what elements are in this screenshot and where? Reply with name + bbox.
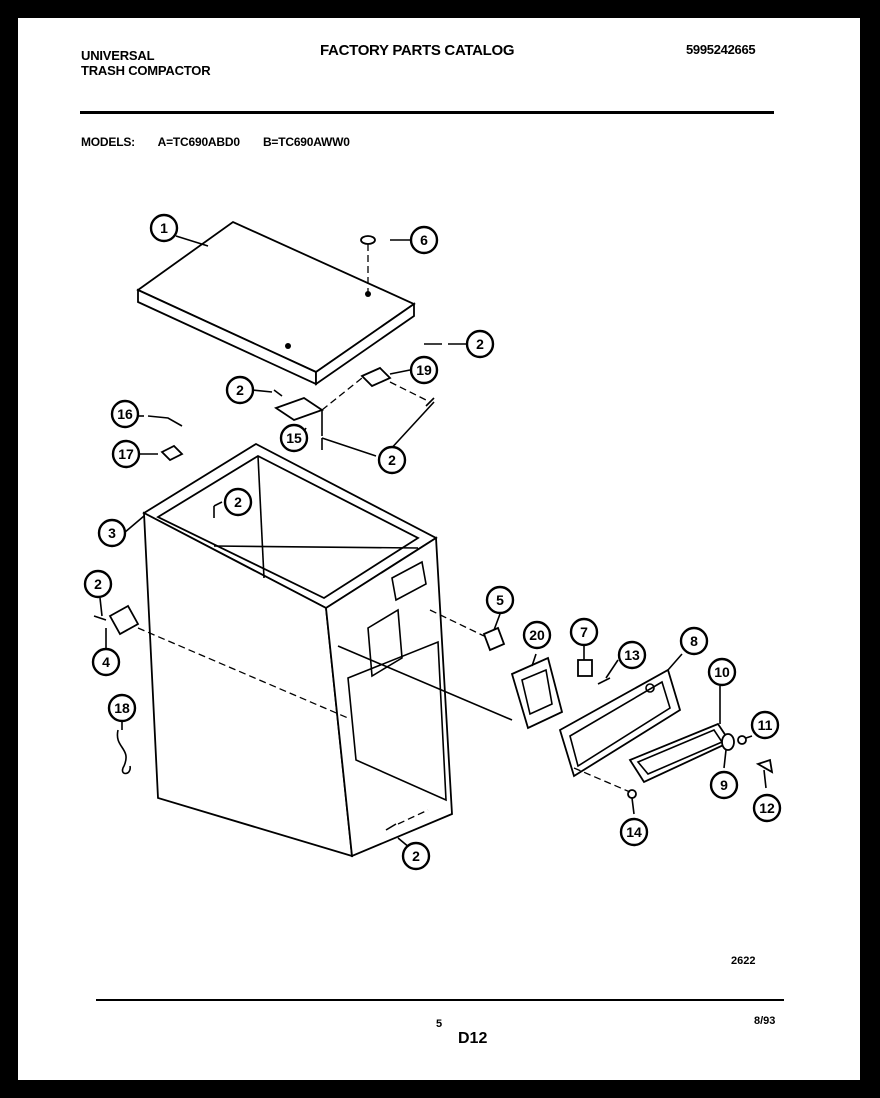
callout-5: 5 xyxy=(485,585,515,615)
callout-12: 12 xyxy=(752,793,782,823)
callout-15: 15 xyxy=(279,423,309,453)
svg-text:6: 6 xyxy=(420,232,428,248)
control-panel-frame-part xyxy=(558,668,682,778)
callout-2-bottom: 2 xyxy=(401,841,431,871)
page-number: 5 xyxy=(436,1018,443,1030)
svg-text:5: 5 xyxy=(496,592,504,608)
svg-text:16: 16 xyxy=(117,406,133,422)
callout-16: 16 xyxy=(110,399,140,429)
switch-part xyxy=(429,609,506,652)
callout-2-bracket: 2 xyxy=(377,445,407,475)
svg-text:2: 2 xyxy=(94,576,102,592)
callout-9: 9 xyxy=(709,770,739,800)
callout-8: 8 xyxy=(679,626,709,656)
svg-text:18: 18 xyxy=(114,700,130,716)
svg-text:1: 1 xyxy=(160,220,168,236)
svg-text:17: 17 xyxy=(118,446,134,462)
svg-text:10: 10 xyxy=(714,664,730,680)
callout-2-lid: 2 xyxy=(465,329,495,359)
svg-text:7: 7 xyxy=(580,624,588,640)
section-code: D12 xyxy=(458,1030,488,1047)
callout-2-top: 2 xyxy=(223,487,253,517)
models-label: MODELS: xyxy=(81,135,135,149)
svg-text:2: 2 xyxy=(412,848,420,864)
callout-1: 1 xyxy=(149,213,179,243)
svg-text:9: 9 xyxy=(720,777,728,793)
callout-3: 3 xyxy=(97,518,127,548)
callout-19: 19 xyxy=(409,355,439,385)
callout-20: 20 xyxy=(522,620,552,650)
svg-text:20: 20 xyxy=(529,627,545,643)
small-hardware-parts xyxy=(573,733,774,799)
svg-text:14: 14 xyxy=(626,824,642,840)
model-a: A=TC690ABD0 xyxy=(157,135,240,149)
callout-7: 7 xyxy=(569,617,599,647)
drawing-number: 2622 xyxy=(731,955,756,967)
brand-line-1: UNIVERSAL xyxy=(81,48,155,63)
plate-part xyxy=(108,604,349,719)
callout-18: 18 xyxy=(107,693,137,723)
svg-text:12: 12 xyxy=(759,800,775,816)
svg-text:8: 8 xyxy=(690,633,698,649)
top-lid-part xyxy=(136,220,416,386)
model-b: B=TC690AWW0 xyxy=(262,135,350,149)
catalog-date: 8/93 xyxy=(754,1015,776,1027)
lock-housing-part xyxy=(337,645,564,730)
header-rule xyxy=(80,111,774,114)
brand-heading: UNIVERSAL TRASH COMPACTOR xyxy=(81,48,211,78)
callout-4: 4 xyxy=(91,647,121,677)
callout-2-hinge: 2 xyxy=(225,375,255,405)
exploded-parts-diagram: 1 6 2 19 2 16 15 2 17 2 3 2 4 18 5 20 7 … xyxy=(83,213,782,871)
svg-text:2: 2 xyxy=(476,336,484,352)
catalog-part-number: 5995242665 xyxy=(686,42,756,57)
catalog-page: UNIVERSAL TRASH COMPACTOR FACTORY PARTS … xyxy=(18,18,860,1080)
models-line: MODELS: A=TC690ABD0 B=TC690AWW0 xyxy=(81,135,364,149)
callout-13: 13 xyxy=(617,640,647,670)
svg-text:2: 2 xyxy=(388,452,396,468)
hinge-part xyxy=(360,366,392,388)
callout-6: 6 xyxy=(409,225,439,255)
screws xyxy=(93,343,442,831)
svg-text:19: 19 xyxy=(416,362,432,378)
svg-text:11: 11 xyxy=(758,717,773,733)
footer-rule xyxy=(96,999,784,1001)
brand-line-2: TRASH COMPACTOR xyxy=(81,63,211,78)
svg-text:15: 15 xyxy=(286,430,302,446)
catalog-title: FACTORY PARTS CATALOG xyxy=(320,42,515,59)
cabinet-part xyxy=(142,442,453,858)
callout-14: 14 xyxy=(619,817,649,847)
callout-10: 10 xyxy=(707,657,737,687)
svg-text:3: 3 xyxy=(108,525,116,541)
svg-text:13: 13 xyxy=(624,647,640,663)
cord-part xyxy=(116,729,131,775)
callout-17: 17 xyxy=(111,439,141,469)
svg-text:2: 2 xyxy=(234,494,242,510)
wire-clip-part xyxy=(147,415,184,462)
svg-text:2: 2 xyxy=(236,382,244,398)
cap-part xyxy=(360,235,376,292)
svg-text:4: 4 xyxy=(102,654,110,670)
callout-11: 11 xyxy=(750,710,780,740)
leader-lines xyxy=(99,235,767,849)
callout-2-side: 2 xyxy=(83,569,113,599)
knob-part xyxy=(577,659,611,685)
